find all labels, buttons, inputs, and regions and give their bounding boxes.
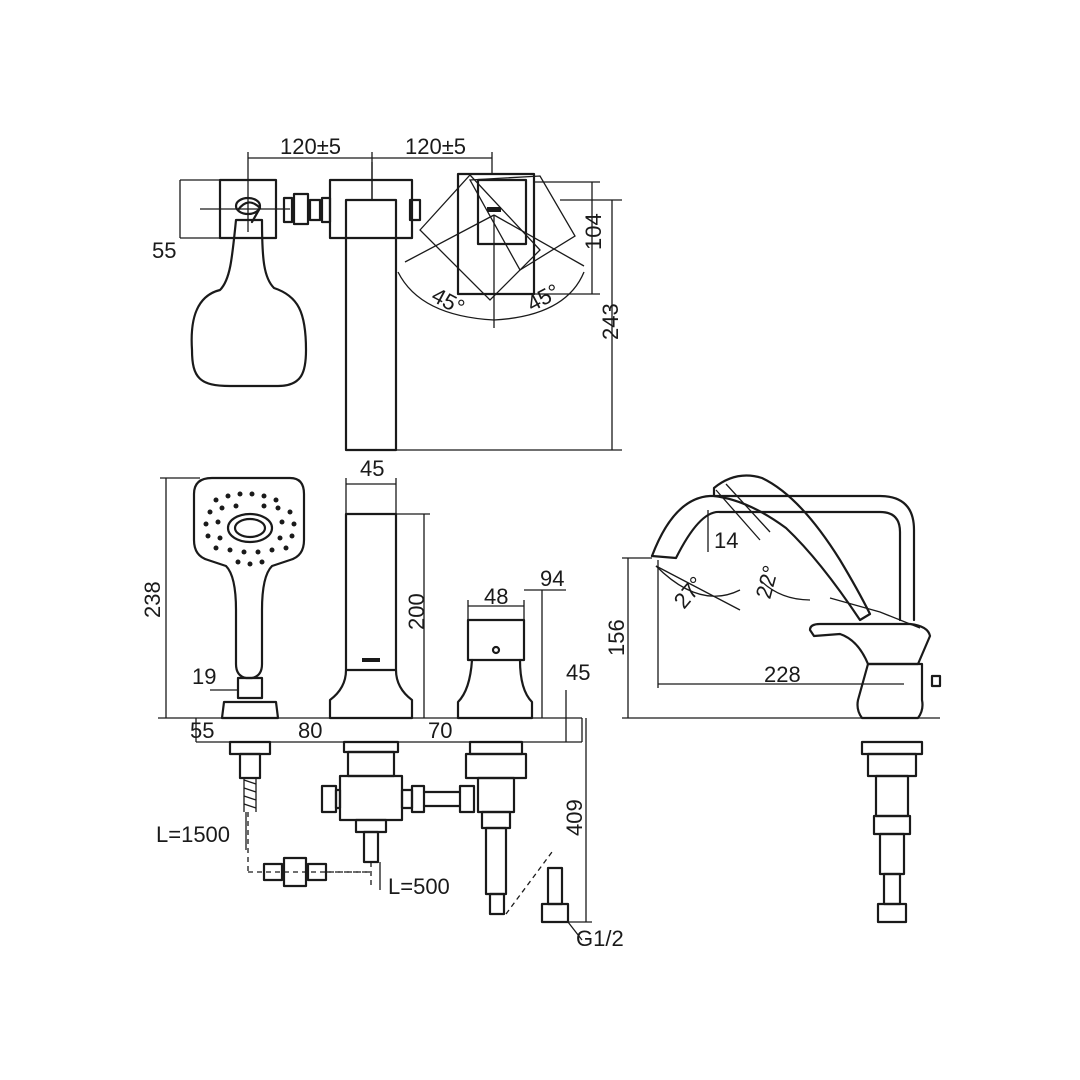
- dim-reach: 228: [764, 662, 801, 687]
- spout-plan: [344, 198, 398, 452]
- hand-shower-plan: [190, 201, 308, 388]
- spout-side: [650, 510, 902, 622]
- dim-spout-drop: 14: [714, 528, 738, 553]
- dim-total-depth: 243: [598, 303, 623, 340]
- valve-front: [456, 618, 583, 941]
- lever-side: [808, 622, 932, 666]
- dim-angle-spout: 27°: [669, 572, 710, 614]
- dim-supply-length: 409: [562, 799, 587, 836]
- dim-base-a: 55: [190, 718, 214, 743]
- handle-plan: [456, 172, 536, 296]
- dim-deck-thickness: 45: [566, 660, 590, 685]
- dim-spacing-right: 120±5: [405, 134, 466, 159]
- spout-front: [320, 512, 476, 886]
- dim-hose-length: L=1500: [156, 822, 230, 847]
- dim-holder-depth: 55: [152, 238, 176, 263]
- dim-angle-left: 45°: [428, 282, 469, 320]
- dim-spout-width: 45: [360, 456, 384, 481]
- dim-angle-right: 45°: [523, 279, 564, 317]
- dim-side-height: 156: [604, 619, 629, 656]
- dim-spout-height: 200: [404, 593, 429, 630]
- dim-thread: G1/2: [576, 926, 624, 951]
- spout-base-plan: [328, 178, 414, 240]
- dim-handle-width: 48: [484, 584, 508, 609]
- front-view: 45 238 200 48 94 19 45 55 80 70 L=1500 L…: [140, 456, 624, 951]
- side-view: 14 27° 22° 156 228: [604, 474, 942, 924]
- dim-angle-lever: 22°: [751, 563, 784, 602]
- dim-spacing-left: 120±5: [280, 134, 341, 159]
- dim-connector-length: L=500: [388, 874, 450, 899]
- dim-hand-shower-height: 238: [140, 581, 165, 618]
- hand-shower-front: [192, 476, 370, 888]
- dim-hose-base: 19: [192, 664, 216, 689]
- dim-handle-height: 94: [540, 566, 564, 591]
- dim-base-b: 80: [298, 718, 322, 743]
- plan-view: 120±5 120±5 55 104 243 45° 45°: [152, 134, 623, 452]
- dim-base-c: 70: [428, 718, 452, 743]
- hand-shower-side: [712, 474, 872, 622]
- dim-handle-depth: 104: [581, 213, 606, 250]
